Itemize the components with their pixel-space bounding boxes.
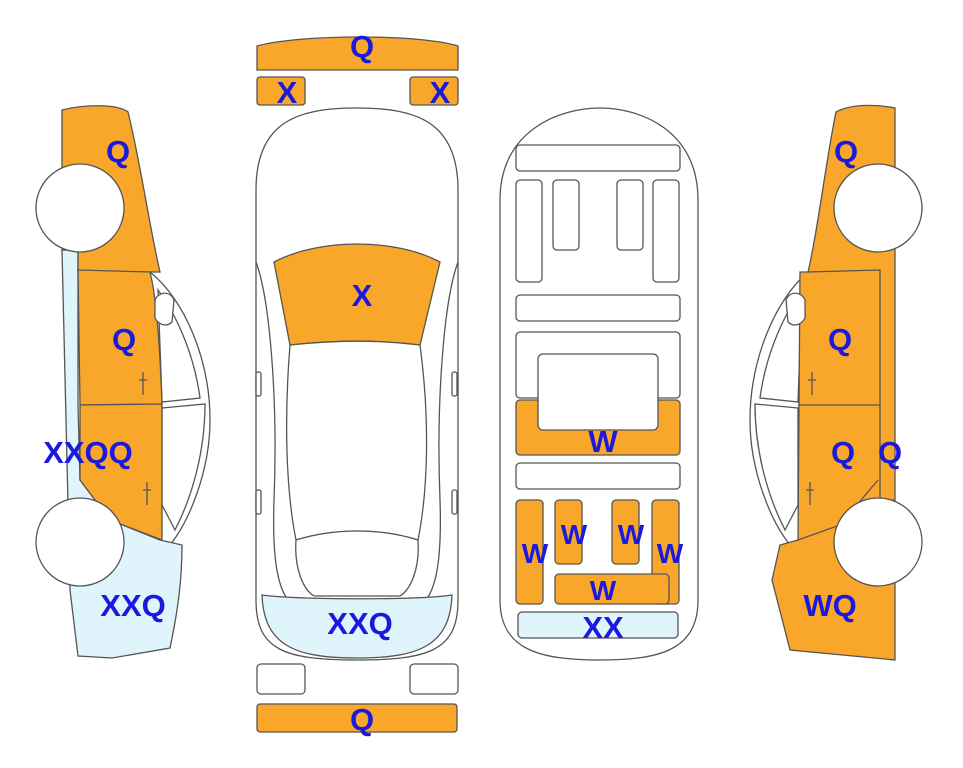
right-side-view: [749, 104, 923, 661]
rear-glass: [295, 530, 419, 597]
left-front-wheel: [35, 163, 125, 253]
left-roof-line: [149, 271, 211, 546]
code-front-bumper: Q: [350, 29, 374, 64]
left-side-view: [35, 105, 211, 659]
left-rear-wheel: [35, 497, 125, 587]
floor-left-rail: [515, 179, 543, 283]
floor-right-rail: [652, 179, 680, 283]
left-mirror: [154, 292, 175, 326]
roof: [285, 340, 428, 541]
code-floor-left-inner: W: [561, 519, 588, 550]
rear-bumper[interactable]: [256, 703, 458, 733]
top-left-side-line: [255, 261, 291, 603]
top-view: [255, 36, 459, 733]
code-left-front-fender: Q: [106, 134, 130, 169]
code-hood: X: [352, 278, 373, 313]
front-bumper[interactable]: [256, 36, 459, 71]
top-right-handle: [451, 489, 458, 515]
floor-front-bar: [515, 144, 681, 172]
floor-crossmember: [515, 294, 681, 322]
right-rear-window: [754, 403, 799, 532]
code-floor-center-panel: W: [588, 424, 618, 459]
floor-right-inner-rail: [616, 179, 644, 251]
left-rear-door-handle: [143, 482, 151, 505]
right-rear-door-handle: [806, 482, 814, 505]
code-right-front-fender: Q: [834, 134, 858, 169]
code-floor-rear-panel: XX: [582, 610, 624, 645]
floor-center-box: [537, 353, 659, 431]
code-labels: Q X X X XXQ Q Q Q XXQQ XXQ W W W W W W X…: [43, 29, 902, 737]
code-right-rocker: Q: [878, 435, 902, 470]
floor-rear-panel[interactable]: [517, 611, 679, 639]
floor-rear-center[interactable]: [554, 573, 670, 605]
code-floor-rear-center: W: [590, 575, 617, 606]
code-right-front-door: Q: [828, 322, 852, 357]
code-floor-right-inner: W: [618, 519, 645, 550]
right-front-wheel: [833, 163, 923, 253]
left-rear-window: [161, 403, 206, 532]
left-front-door-handle: [139, 372, 147, 395]
floor-left-inner-rail: [552, 179, 580, 251]
right-rear-wheel: [833, 497, 923, 587]
top-right-side-line: [423, 261, 459, 603]
top-left-handle: [255, 489, 262, 515]
top-left-mirror: [255, 371, 262, 397]
code-right-rear-quarter: WQ: [803, 588, 856, 623]
right-mirror: [785, 292, 806, 326]
code-rear-bumper: Q: [350, 702, 374, 737]
code-right-rear-door: Q: [831, 435, 855, 470]
right-roof-line: [749, 271, 809, 546]
rear-left-lamp: [256, 663, 306, 695]
code-floor-right-outer: W: [657, 538, 684, 569]
floor-rear-crossmember: [515, 462, 681, 490]
front-right-lamp[interactable]: [409, 76, 459, 106]
floor-left-outer[interactable]: [515, 499, 544, 605]
code-left-front-door: Q: [112, 322, 136, 357]
front-left-lamp[interactable]: [256, 76, 306, 106]
code-floor-left-outer: W: [522, 538, 549, 569]
code-front-right-lamp: X: [430, 75, 451, 110]
top-right-mirror: [451, 371, 458, 397]
right-front-door-handle: [808, 372, 816, 395]
code-left-rear-quarter: XXQ: [100, 588, 165, 623]
code-front-left-lamp: X: [277, 75, 298, 110]
code-left-rocker: XXQQ: [43, 435, 133, 470]
right-front-door-line: [807, 269, 881, 500]
floor-right-inner[interactable]: [611, 499, 640, 565]
code-trunk-lid: XXQ: [327, 606, 392, 641]
rear-right-lamp: [409, 663, 459, 695]
trunk-lid[interactable]: [261, 594, 453, 659]
floor-left-inner[interactable]: [554, 499, 583, 565]
floor-view: [499, 107, 699, 661]
